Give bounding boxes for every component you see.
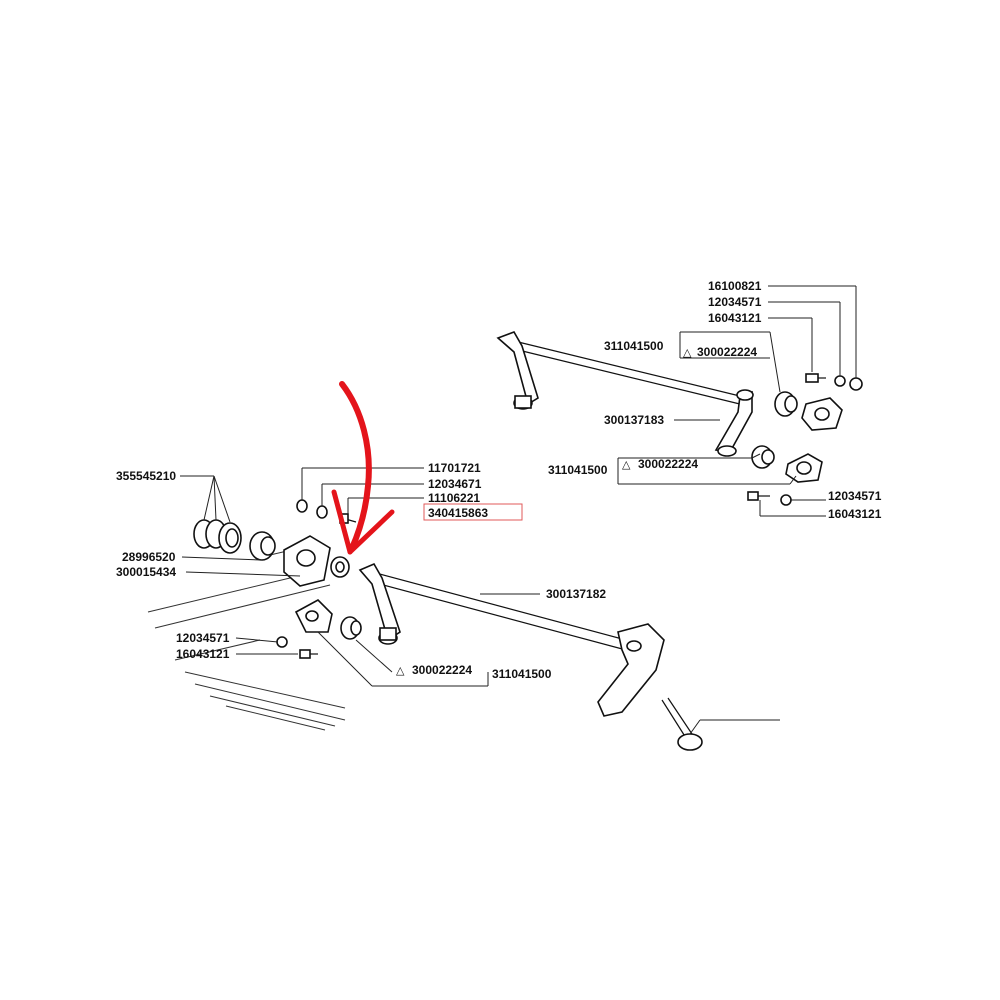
- right-bolt: [747, 491, 770, 501]
- upper-bracket-1: [801, 397, 843, 431]
- bearing-set: [193, 519, 242, 554]
- lower-torsion-bar-assembly: [358, 562, 703, 751]
- long-bolt: [661, 697, 703, 751]
- triangle-mark-b: △: [622, 458, 631, 471]
- label-12034571-top: 12034571: [708, 295, 762, 309]
- label-12034671: 12034671: [428, 477, 482, 491]
- upper-bolt: [805, 373, 826, 383]
- upper-nut: [849, 377, 863, 391]
- triangle-mark-c: △: [396, 664, 405, 677]
- upper-washer: [834, 375, 846, 387]
- small-nut-2: [276, 636, 288, 648]
- upper-bushing-2: [751, 445, 775, 469]
- washer-340415863: [330, 556, 350, 578]
- label-11106221: 11106221: [428, 491, 480, 505]
- label-12034571-left: 12034571: [176, 631, 230, 645]
- highlight-box: [423, 503, 523, 521]
- label-16043121-right: 16043121: [828, 507, 882, 521]
- label-355545210: 355545210: [116, 469, 176, 483]
- leader-lines: [180, 285, 857, 735]
- label-300015434: 300015434: [116, 565, 176, 579]
- label-28996520: 28996520: [122, 550, 176, 564]
- floor-panel-lines: [147, 547, 346, 731]
- label-300022224-a: 300022224: [697, 345, 757, 359]
- lower-bushing: [340, 616, 362, 640]
- label-16100821: 16100821: [708, 279, 762, 293]
- label-300022224-b: 300022224: [638, 457, 698, 471]
- small-washer-1: [316, 505, 328, 519]
- bushing-28996520: [249, 531, 276, 561]
- label-300137183: 300137183: [604, 413, 664, 427]
- flange-300015434: [283, 535, 331, 587]
- label-311041500-b: 311041500: [548, 463, 608, 477]
- label-16043121-left: 16043121: [176, 647, 230, 661]
- label-300137182: 300137182: [546, 587, 606, 601]
- part-labels: 16100821 12034571 16043121 311041500 △ 3…: [116, 279, 882, 681]
- label-311041500-c: 311041500: [492, 667, 552, 681]
- right-washer: [780, 494, 792, 506]
- label-12034571-right: 12034571: [828, 489, 882, 503]
- small-nut-1: [296, 499, 308, 513]
- upper-bracket-2: [785, 453, 823, 483]
- label-340415863: 340415863: [428, 506, 488, 520]
- label-300022224-c: 300022224: [412, 663, 472, 677]
- highlight-arrow: [331, 381, 395, 555]
- lower-bracket: [294, 599, 333, 633]
- label-16043121-top: 16043121: [708, 311, 762, 325]
- label-311041500-a: 311041500: [604, 339, 664, 353]
- triangle-mark-a: △: [683, 346, 692, 359]
- label-11701721: 11701721: [428, 461, 481, 475]
- small-bolt-2: [299, 649, 318, 659]
- upper-bushing-1: [774, 391, 798, 417]
- upper-torsion-bar-assembly: [496, 331, 863, 506]
